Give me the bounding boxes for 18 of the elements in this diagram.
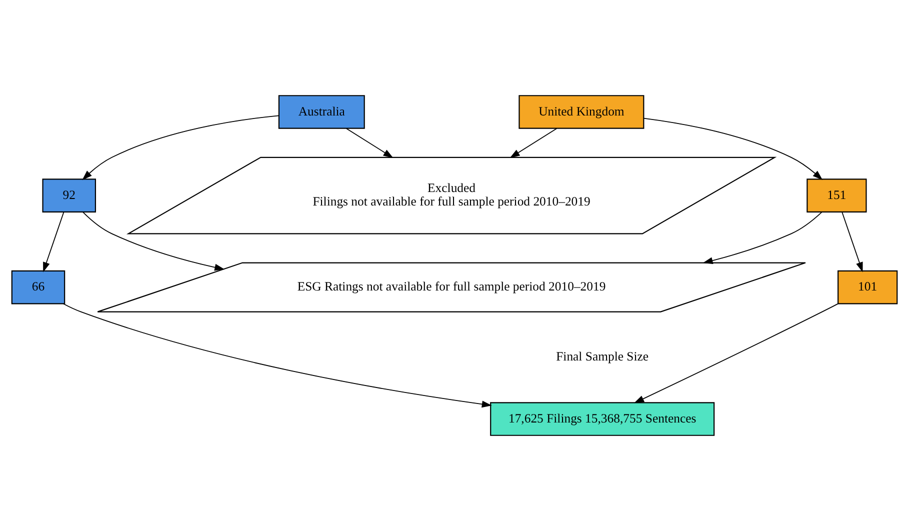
arrow: [842, 212, 863, 272]
arrow: [510, 128, 558, 158]
node-box: 66: [11, 270, 66, 304]
arrow: [634, 303, 839, 404]
arrow: [346, 128, 394, 158]
arrow: [702, 212, 822, 264]
node-box: United Kingdom: [518, 95, 644, 129]
arrow: [43, 212, 64, 272]
label: Final Sample Size: [556, 350, 649, 364]
arrow: [82, 115, 280, 180]
node-box: 92: [42, 178, 96, 212]
arrow: [82, 212, 225, 271]
node-box: 151: [806, 178, 867, 212]
arrow: [643, 118, 823, 180]
arrow: [62, 303, 492, 408]
node-box: Australia: [278, 95, 365, 129]
node-box: 101: [838, 270, 898, 304]
node-box: 17,625 Filings 15,368,755 Sentences: [490, 402, 715, 436]
